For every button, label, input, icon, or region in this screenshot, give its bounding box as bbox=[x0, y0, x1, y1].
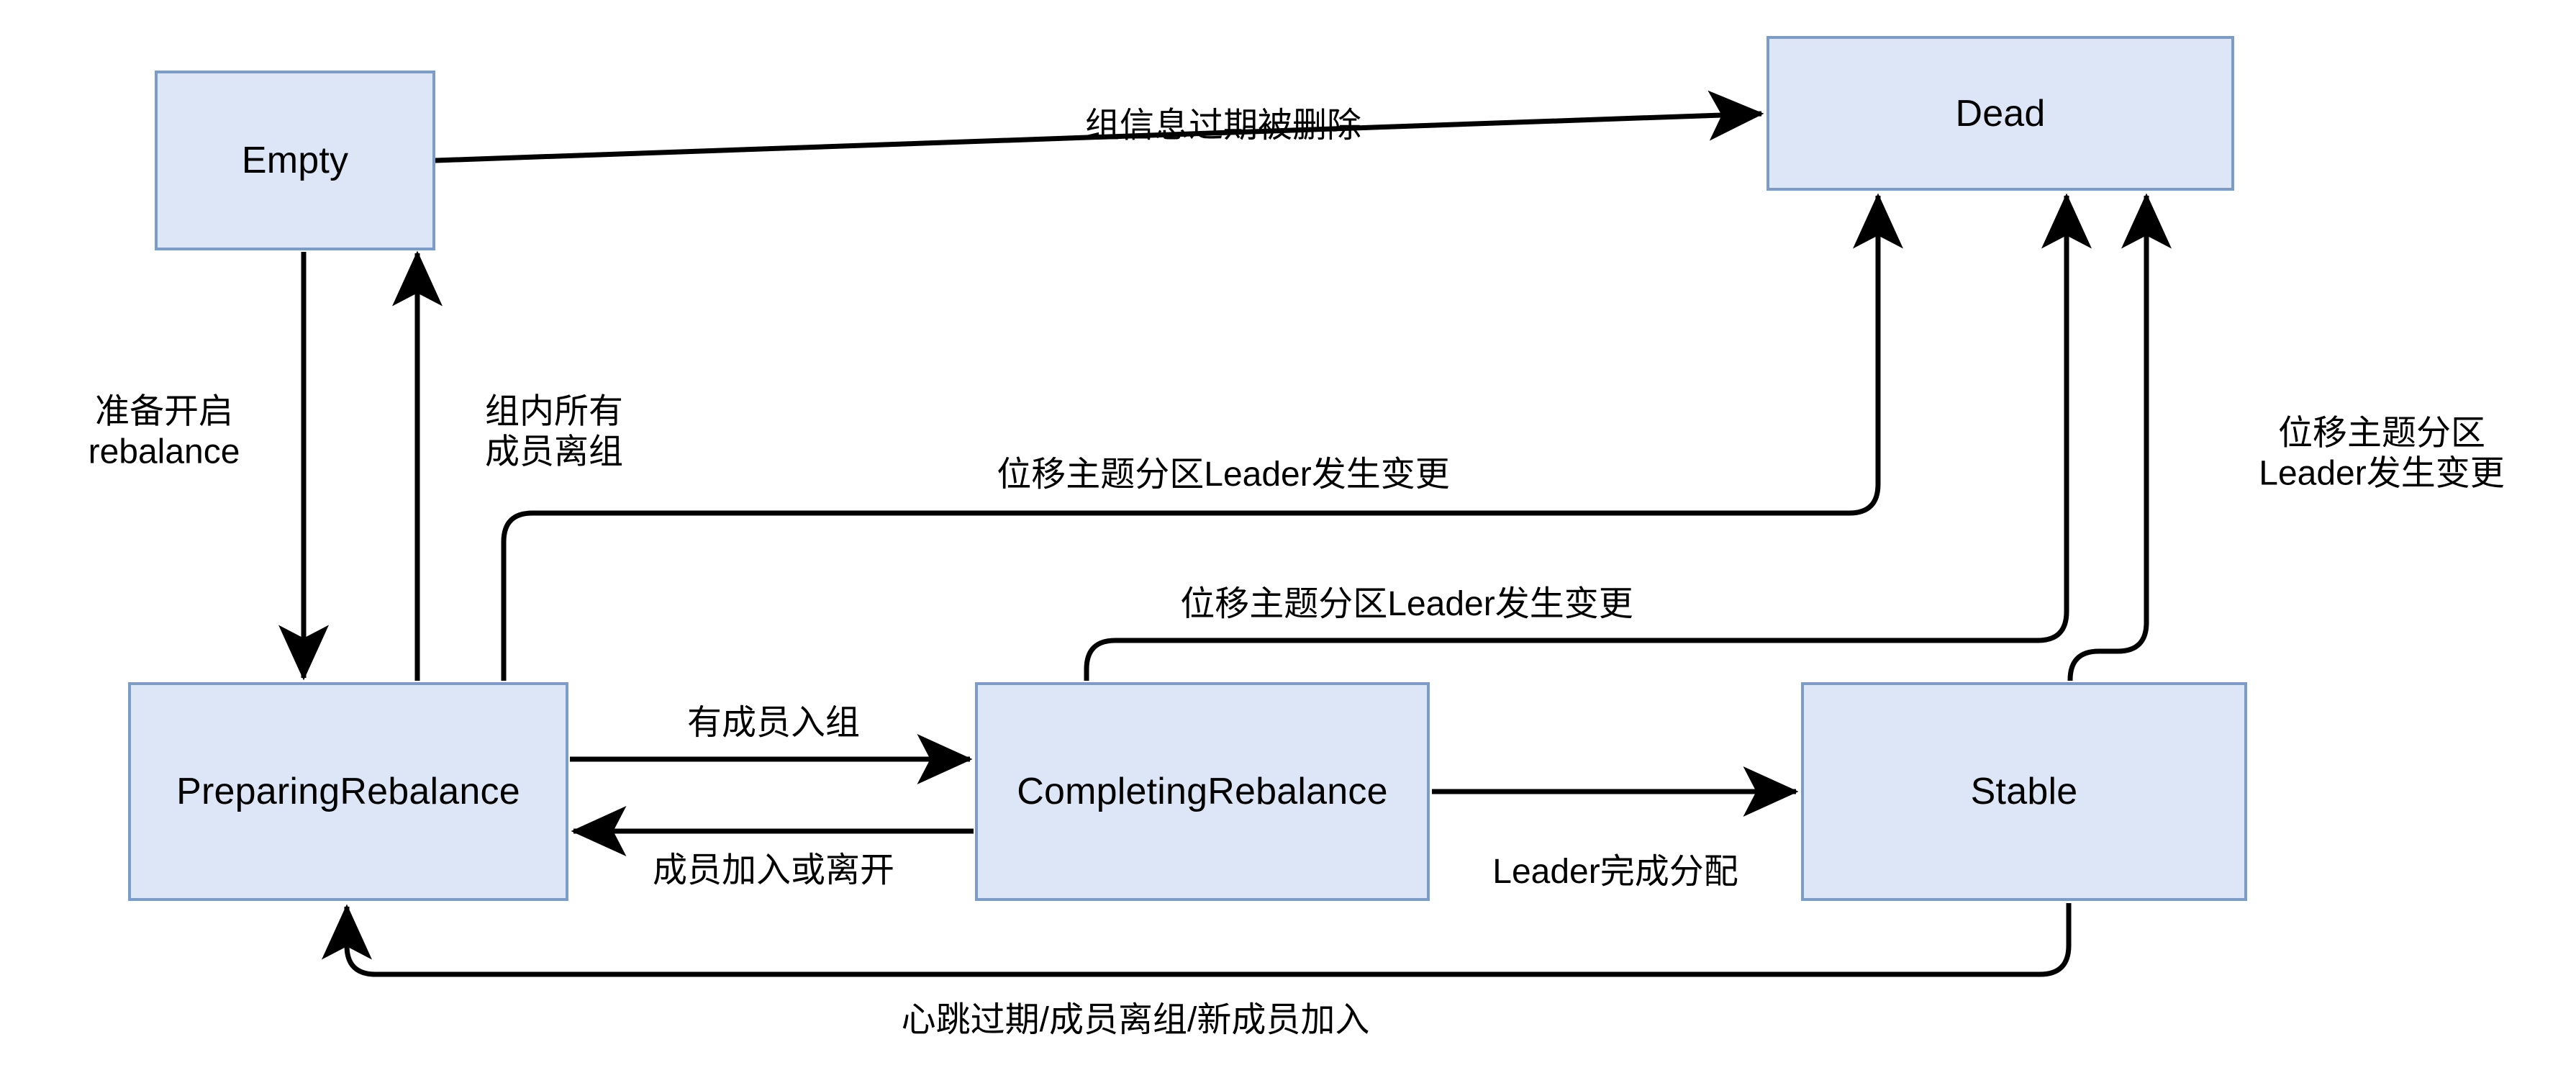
edge-preparing-to-dead bbox=[501, 193, 1903, 681]
edge-label-preparing-to-dead: 位移主题分区Leader发生变更 bbox=[997, 456, 1450, 494]
state-label-stable: Stable bbox=[1970, 771, 2078, 812]
edge-label-completing-to-preparing: 成员加入或离开 bbox=[652, 851, 895, 890]
state-node-preparing-rebalance[interactable]: PreparingRebalance bbox=[128, 682, 568, 901]
edge-label-completing-to-dead: 位移主题分区Leader发生变更 bbox=[1180, 585, 1633, 624]
edge-empty-to-dead bbox=[435, 90, 1764, 163]
edge-label-completing-to-stable: Leader完成分配 bbox=[1492, 853, 1738, 892]
state-node-dead[interactable]: Dead bbox=[1767, 36, 2234, 191]
state-label-empty: Empty bbox=[241, 140, 349, 181]
state-node-completing-rebalance[interactable]: CompletingRebalance bbox=[975, 682, 1430, 901]
edge-label-stable-to-dead: 位移主题分区 Leader发生变更 bbox=[2259, 414, 2505, 492]
edge-label-empty-to-dead: 组信息过期被删除 bbox=[1084, 107, 1362, 145]
edge-label-stable-to-preparing: 心跳过期/成员离组/新成员加入 bbox=[901, 1001, 1370, 1040]
edge-label-preparing-to-empty: 组内所有 成员离组 bbox=[484, 392, 624, 471]
state-node-empty[interactable]: Empty bbox=[155, 71, 435, 250]
edge-label-preparing-to-completing: 有成员入组 bbox=[686, 704, 861, 743]
edge-label-empty-to-preparing: 准备开启 rebalance bbox=[88, 392, 240, 471]
edge-completing-to-dead bbox=[1084, 193, 2092, 681]
state-node-stable[interactable]: Stable bbox=[1801, 682, 2247, 901]
state-label-dead: Dead bbox=[1955, 92, 2046, 135]
state-label-preparing-rebalance: PreparingRebalance bbox=[176, 771, 520, 812]
edge-stable-to-preparing bbox=[322, 903, 2072, 977]
state-label-completing-rebalance: CompletingRebalance bbox=[1017, 771, 1388, 812]
edge-stable-to-dead bbox=[2067, 193, 2172, 681]
